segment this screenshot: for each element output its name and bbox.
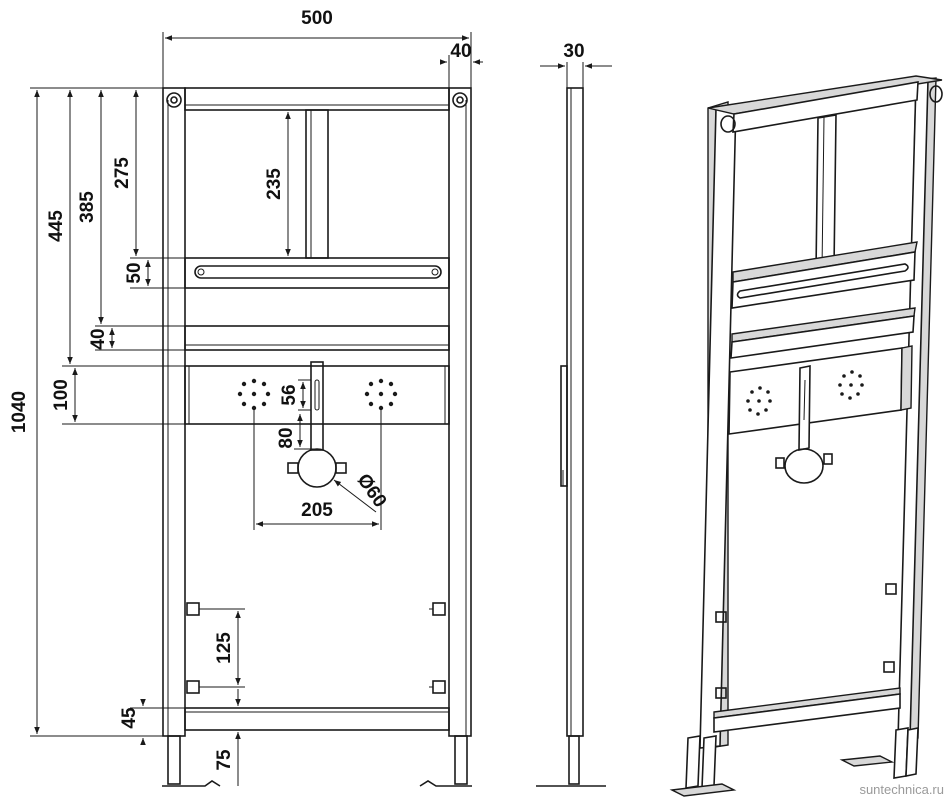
left-hole-pattern [237, 378, 271, 411]
dimension-lines [30, 32, 483, 786]
persp-side-bolts [715, 583, 897, 699]
pipe-clamp [297, 448, 337, 488]
dimension-labels: 500 40 1040 445 385 275 235 50 40 100 56… [9, 8, 585, 771]
dim-height-total: 1040 [9, 391, 30, 433]
persp-mounting-plate [728, 347, 903, 435]
perspective-view [669, 75, 943, 797]
pipe-bracket-strip [310, 361, 324, 451]
persp-left-leg [685, 735, 701, 789]
persp-slot-rail-front [731, 251, 916, 309]
left-post [162, 87, 186, 737]
dim-100: 100 [51, 379, 72, 411]
dim-80: 80 [276, 427, 297, 448]
persp-left-bolt [720, 115, 736, 133]
persp-right-foot [839, 755, 895, 767]
right-foot [419, 780, 472, 787]
persp-bottom-rail-front [713, 693, 901, 733]
side-plate [560, 365, 568, 487]
dim-width-total: 500 [301, 8, 333, 29]
persp-left-holes [746, 386, 772, 416]
dim-125: 125 [214, 632, 235, 664]
dim-275: 275 [112, 157, 133, 189]
center-strut [305, 109, 329, 259]
right-hole-pattern [364, 378, 398, 411]
dim-56: 56 [279, 384, 300, 405]
right-post [448, 87, 472, 737]
mounting-plate [184, 365, 450, 425]
side-bolts [186, 602, 446, 694]
front-view [162, 87, 472, 787]
dim-40-crossbar: 40 [88, 328, 109, 349]
side-leg [568, 735, 580, 785]
top-right-bolt [452, 92, 468, 108]
persp-left-foot [669, 783, 737, 797]
clamp-screw-right [335, 462, 347, 474]
dim-235: 235 [264, 168, 285, 200]
dim-75: 75 [214, 749, 235, 771]
right-leg [454, 735, 468, 785]
persp-rail-slot [736, 263, 909, 299]
side-post [566, 87, 584, 737]
persp-pipe-clamp [784, 448, 824, 484]
top-rail [184, 87, 450, 111]
clamp-screw-left [287, 462, 299, 474]
left-leg [167, 735, 181, 785]
top-left-bolt [166, 92, 182, 108]
crossbar [184, 325, 450, 351]
side-view [536, 62, 612, 787]
dim-45: 45 [119, 707, 140, 729]
persp-crossbar-front [730, 315, 915, 359]
persp-right-leg-back [905, 727, 919, 777]
dim-pipe-diameter: Ø60 [353, 470, 391, 511]
persp-center-strut [815, 114, 837, 272]
persp-left-leg-back [701, 735, 717, 789]
persp-top-rail-front [732, 81, 919, 133]
persp-right-bolt [929, 85, 943, 103]
dim-width-post: 40 [450, 41, 471, 62]
dim-hole-spacing: 205 [301, 500, 333, 521]
persp-top-rail-top [707, 75, 943, 115]
left-foot [162, 780, 221, 787]
dim-depth: 30 [563, 41, 584, 62]
dim-50: 50 [124, 262, 145, 283]
rail-slot [194, 265, 442, 279]
bottom-rail [184, 707, 450, 731]
watermark: suntechnica.ru [859, 782, 944, 797]
dim-385: 385 [77, 191, 98, 223]
persp-right-holes [838, 370, 864, 400]
dim-445: 445 [46, 210, 67, 242]
slotted-rail [184, 257, 450, 289]
